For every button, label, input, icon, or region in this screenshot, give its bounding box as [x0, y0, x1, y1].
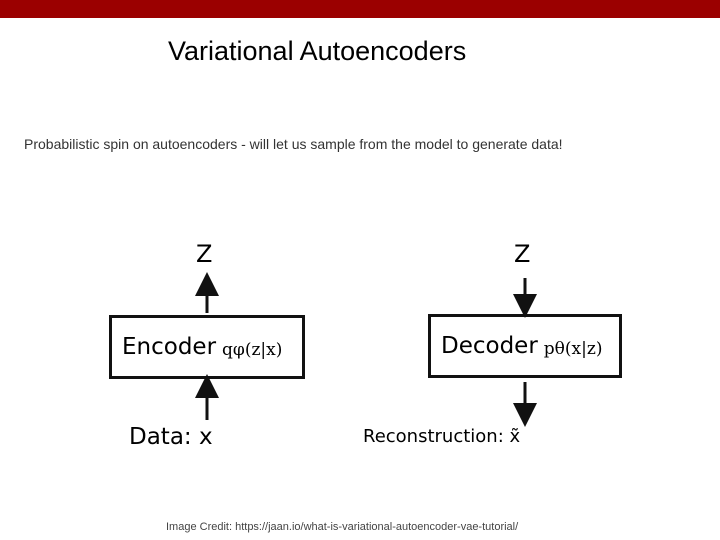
- encoder-latent-label: Z: [196, 240, 213, 268]
- decoder-distribution: pθ(x|z): [543, 339, 603, 359]
- encoder-box: Encoder qφ(z|x): [109, 315, 305, 379]
- decoder-output-label: Reconstruction: x̃: [363, 426, 521, 447]
- top-accent-bar: [0, 0, 720, 18]
- encoder-box-label: Encoder: [122, 334, 217, 360]
- decoder-latent-label: Z: [514, 240, 531, 268]
- encoder-distribution: qφ(z|x): [222, 340, 283, 360]
- slide-subtitle: Probabilistic spin on autoencoders - wil…: [24, 136, 563, 152]
- image-credit: Image Credit: https://jaan.io/what-is-va…: [166, 521, 519, 533]
- decoder-box: Decoder pθ(x|z): [428, 314, 622, 378]
- encoder-input-label: Data: x: [129, 424, 213, 450]
- decoder-box-label: Decoder: [441, 333, 538, 359]
- slide-title: Variational Autoencoders: [168, 36, 467, 66]
